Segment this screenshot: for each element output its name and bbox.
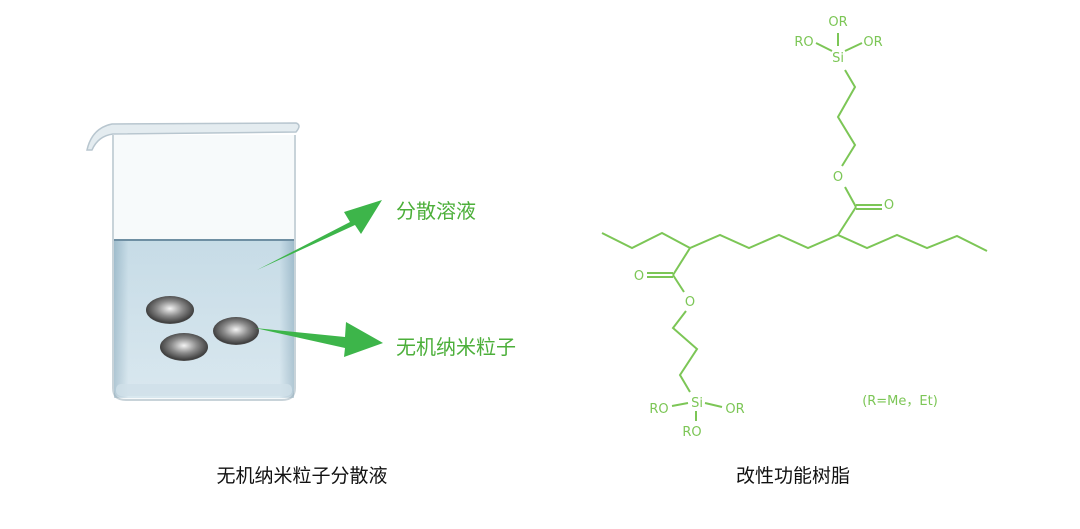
bottom-or-right-label: OR	[725, 402, 744, 417]
chemical-structure	[601, 33, 988, 421]
top-ro-left-label: RO	[794, 35, 813, 50]
arrow-particles	[255, 322, 383, 357]
beaker-rim	[86, 122, 300, 151]
r-group-note: (R=Me，Et)	[862, 394, 938, 409]
nanoparticle	[146, 296, 194, 324]
main-chain	[601, 231, 988, 252]
bottom-ro-left-label: RO	[649, 402, 668, 417]
top-or-right-label: OR	[863, 35, 882, 50]
nanoparticles	[146, 296, 259, 361]
top-or-label: OR	[828, 15, 847, 30]
top-si-label: Si	[832, 51, 844, 66]
top-ester-o-label: O	[833, 170, 843, 185]
nanoparticle	[213, 317, 259, 345]
label-nanoparticles: 无机纳米粒子	[396, 335, 516, 359]
bottom-carbonyl-o-label: O	[634, 269, 644, 284]
top-carbonyl-o-label: O	[884, 198, 894, 213]
beaker	[86, 122, 300, 401]
bottom-si-label: Si	[691, 396, 703, 411]
bottom-ester-o-label: O	[685, 295, 695, 310]
bottom-ro-bottom-label: RO	[682, 425, 701, 440]
label-dispersion-solution: 分散溶液	[396, 199, 476, 223]
arrow-solution	[257, 200, 382, 270]
structure-labels: OR RO OR Si O O O O Si RO OR RO (R=Me，Et…	[634, 15, 938, 440]
nanoparticle	[160, 333, 208, 361]
caption-dispersion: 无机纳米粒子分散液	[216, 465, 388, 487]
caption-modified-resin: 改性功能树脂	[735, 465, 851, 487]
